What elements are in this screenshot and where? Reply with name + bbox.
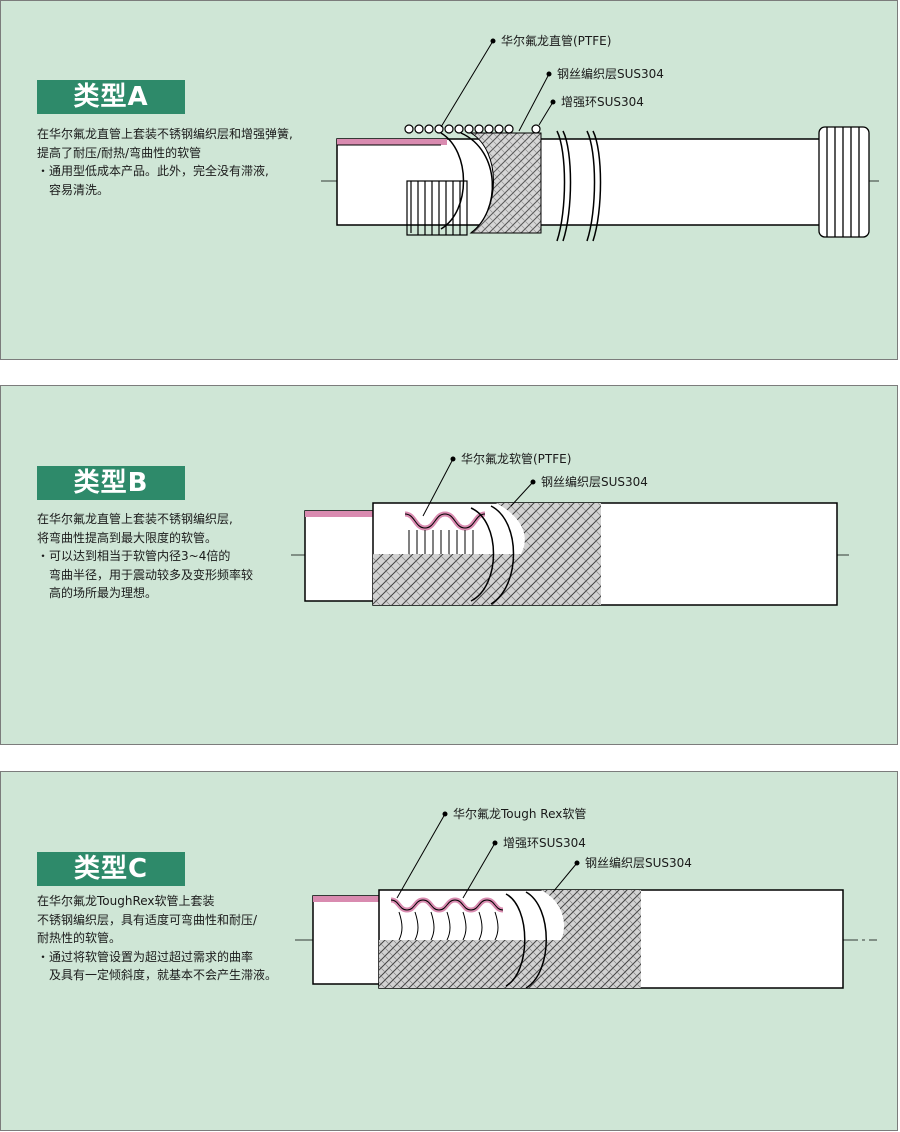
label-ptfe-hose: 华尔氟龙软管(PTFE) xyxy=(461,451,571,466)
hose-diagram-a: 华尔氟龙直管(PTFE) 钢丝编织层SUS304 增强环SUS304 xyxy=(321,33,879,242)
desc-line: 耐热性的软管。 xyxy=(37,931,122,945)
desc-line: 在华尔氟龙ToughRex软管上套装 xyxy=(37,894,215,908)
section-title-b: 类型B xyxy=(37,466,185,500)
hose-diagram-b: 华尔氟龙软管(PTFE) 钢丝编织层SUS304 xyxy=(291,451,849,606)
desc-line: 在华尔氟龙直管上套装不锈钢编织层和增强弹簧, xyxy=(37,127,293,141)
braid-layer xyxy=(373,554,601,605)
reinforcement-coils xyxy=(406,180,468,236)
desc-bullet-cont: 弯曲半径，用于震动较多及变形频率较 xyxy=(49,567,254,582)
desc-line: 在华尔氟龙直管上套装不锈钢编织层, xyxy=(37,512,233,526)
label-ring: 增强环SUS304 xyxy=(561,95,644,109)
desc-bullet-cont: 及具有一定倾斜度，就基本不会产生滞液。 xyxy=(49,968,278,982)
section-title-c: 类型C xyxy=(37,852,185,886)
panel-type-b: 类型B 在华尔氟龙直管上套装不锈钢编织层, 将弯曲性提高到最大限度的软管。 ・可… xyxy=(0,385,898,745)
description-b: 在华尔氟龙直管上套装不锈钢编织层, 将弯曲性提高到最大限度的软管。 ・可以达到相… xyxy=(37,510,253,603)
desc-line: 将弯曲性提高到最大限度的软管。 xyxy=(37,530,218,545)
desc-line: 提高了耐压/耐热/弯曲性的软管 xyxy=(37,145,202,160)
desc-bullet: ・可以达到相当于软管内径3~4倍的 xyxy=(37,549,231,563)
label-braid: 钢丝编织层SUS304 xyxy=(557,66,664,81)
label-braid: 钢丝编织层SUS304 xyxy=(585,855,692,870)
description-c: 在华尔氟龙ToughRex软管上套装 不锈钢编织层，具有适度可弯曲性和耐压/ 耐… xyxy=(37,892,277,985)
desc-bullet: ・通过将软管设置为超过超过需求的曲率 xyxy=(37,949,254,964)
braid-layer xyxy=(469,132,542,234)
braid-layer xyxy=(379,940,641,988)
panel-type-a: 类型A 在华尔氟龙直管上套装不锈钢编织层和增强弹簧, 提高了耐压/耐热/弯曲性的… xyxy=(0,0,898,360)
description-a: 在华尔氟龙直管上套装不锈钢编织层和增强弹簧, 提高了耐压/耐热/弯曲性的软管 ・… xyxy=(37,125,293,199)
label-ring: 增强环SUS304 xyxy=(503,836,586,850)
desc-line: 不锈钢编织层，具有适度可弯曲性和耐压/ xyxy=(37,912,258,927)
desc-bullet-cont: 容易清洗。 xyxy=(49,182,110,197)
ptfe-tube xyxy=(336,138,828,226)
label-toughrex-hose: 华尔氟龙Tough Rex软管 xyxy=(453,806,586,821)
desc-bullet-cont: 高的场所最为理想。 xyxy=(49,586,158,600)
spring-beads xyxy=(404,124,541,134)
label-braid: 钢丝编织层SUS304 xyxy=(541,474,648,489)
end-coil xyxy=(818,126,870,238)
reinforcement-rings xyxy=(556,130,602,242)
section-title-a: 类型A xyxy=(37,80,185,114)
hose-diagram-c: 华尔氟龙Tough Rex软管 增强环SUS304 钢丝编织层SUS304 xyxy=(295,806,877,989)
panel-type-c: 类型C 在华尔氟龙ToughRex软管上套装 不锈钢编织层，具有适度可弯曲性和耐… xyxy=(0,771,898,1131)
desc-bullet: ・通用型低成本产品。此外，完全没有滞液, xyxy=(37,164,269,178)
label-ptfe-tube: 华尔氟龙直管(PTFE) xyxy=(501,33,611,48)
